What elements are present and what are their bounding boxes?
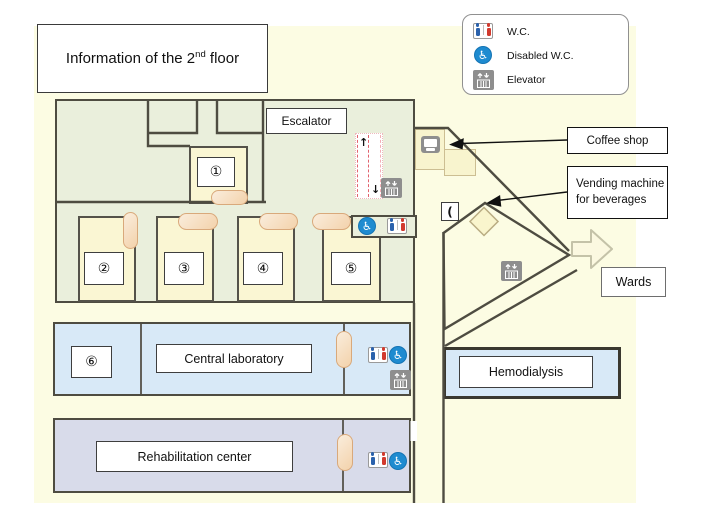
room-3-number: ③ bbox=[177, 260, 191, 277]
wc-divider bbox=[377, 349, 379, 359]
door-room-4 bbox=[259, 213, 298, 230]
wc-male-figure bbox=[370, 452, 375, 465]
hemodialysis-label: Hemodialysis bbox=[459, 356, 593, 388]
wc-male-figure bbox=[389, 218, 394, 231]
coffee-shop-callout: Coffee shop bbox=[567, 127, 668, 154]
escalator-label: Escalator bbox=[266, 108, 347, 134]
wc-icon bbox=[368, 347, 388, 363]
legend: W.C. ♿ Disabled W.C. Elevator bbox=[462, 14, 629, 95]
legend-row-disabled-wc: ♿ Disabled W.C. bbox=[473, 45, 622, 67]
escalator-lane-line bbox=[357, 135, 358, 197]
wheelchair-glyph: ♿ bbox=[392, 454, 404, 468]
phone-glyph: ( bbox=[447, 204, 453, 219]
room-6-label: ⑥ bbox=[71, 346, 112, 378]
wc-icon bbox=[368, 452, 388, 468]
wc-male-figure bbox=[370, 347, 375, 360]
room-4-number: ④ bbox=[256, 260, 270, 277]
room-5-number: ⑤ bbox=[344, 260, 358, 277]
elevator-icon bbox=[390, 370, 411, 390]
room-5-label: ⑤ bbox=[331, 252, 371, 285]
wheelchair-glyph: ♿ bbox=[392, 348, 404, 362]
legend-label-disabled-wc: Disabled W.C. bbox=[507, 50, 574, 62]
phone-icon: ( bbox=[441, 202, 459, 221]
escalator-strip: ↑ ↓ bbox=[355, 133, 383, 199]
wc-divider bbox=[377, 454, 379, 464]
escalator-label-text: Escalator bbox=[281, 114, 332, 128]
wards-label: Wards bbox=[601, 267, 666, 297]
wc-female-figure bbox=[381, 347, 386, 360]
disabled-wc-icon: ♿ bbox=[389, 452, 407, 470]
disabled-wc-icon: ♿ bbox=[358, 217, 376, 235]
vending-machine-text-line1: Vending machine bbox=[576, 177, 665, 190]
escalator-down-arrow: ↓ bbox=[371, 183, 381, 196]
vending-machine-callout: Vending machine for beverages bbox=[567, 166, 668, 219]
room-2-number: ② bbox=[97, 260, 111, 277]
disabled-wc-icon: ♿ bbox=[473, 46, 507, 66]
rehabilitation-center-label: Rehabilitation center bbox=[96, 441, 293, 472]
room-3-label: ③ bbox=[164, 252, 204, 285]
door-rehabilitation bbox=[337, 434, 353, 471]
room-6-number: ⑥ bbox=[85, 354, 98, 370]
central-laboratory-text: Central laboratory bbox=[184, 351, 284, 366]
lab-wall-divider bbox=[140, 324, 142, 394]
door-room-1 bbox=[211, 190, 248, 205]
wc-female-figure bbox=[400, 218, 405, 231]
legend-label-wc: W.C. bbox=[507, 26, 530, 38]
door-room-5 bbox=[312, 213, 351, 230]
rehabilitation-center-text: Rehabilitation center bbox=[137, 449, 252, 464]
door-room-3 bbox=[178, 213, 218, 230]
disabled-wc-icon: ♿ bbox=[389, 346, 407, 364]
page-title: Information of the 2nd floor bbox=[37, 24, 268, 93]
wc-divider bbox=[396, 220, 398, 230]
elevator-icon bbox=[473, 70, 507, 90]
legend-row-elevator: Elevator bbox=[473, 69, 622, 91]
elevator-icon bbox=[381, 178, 402, 198]
wards-text: Wards bbox=[615, 275, 652, 289]
legend-row-wc: W.C. bbox=[473, 21, 622, 43]
coffee-shop-spot bbox=[444, 149, 476, 176]
room-4-label: ④ bbox=[243, 252, 283, 285]
wc-icon bbox=[387, 218, 407, 234]
wc-female-figure bbox=[381, 452, 386, 465]
escalator-up-arrow: ↑ bbox=[359, 136, 369, 149]
central-laboratory-label: Central laboratory bbox=[156, 344, 312, 373]
page-title-text: Information of the 2nd floor bbox=[65, 49, 240, 67]
door-room-2 bbox=[123, 212, 138, 249]
door-central-laboratory bbox=[336, 331, 352, 368]
hemodialysis-text: Hemodialysis bbox=[488, 365, 564, 379]
wheelchair-glyph: ♿ bbox=[361, 219, 373, 233]
room-2-label: ② bbox=[84, 252, 124, 285]
coffee-shop-icon bbox=[421, 136, 440, 153]
vending-machine-text-line2: for beverages bbox=[576, 193, 647, 206]
legend-label-elevator: Elevator bbox=[507, 74, 546, 86]
elevator-icon bbox=[501, 261, 522, 281]
room-1-label: ① bbox=[197, 157, 235, 187]
room-1-number: ① bbox=[209, 164, 223, 180]
coffee-shop-text: Coffee shop bbox=[586, 134, 649, 147]
wc-icon bbox=[473, 22, 507, 42]
